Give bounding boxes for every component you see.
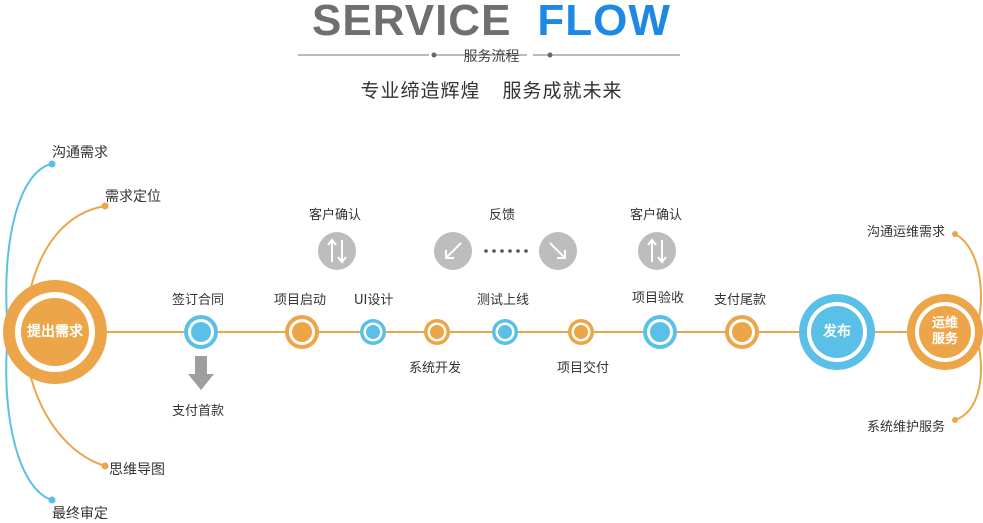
branch-dot-mindmap xyxy=(101,462,109,470)
slogan-right: 服务成就未来 xyxy=(502,80,623,102)
ops-circle-inner xyxy=(919,306,971,358)
branch-curve-mindmap xyxy=(27,365,106,467)
step-ui-label: UI设计 xyxy=(354,293,394,308)
ops-maint-label: 系统维护服务 xyxy=(867,420,946,435)
branch-dot-position xyxy=(101,202,109,210)
header-dot-left xyxy=(431,52,437,58)
feedback-confirm1-label: 客户确认 xyxy=(309,208,362,223)
branch-curve-position xyxy=(27,205,106,301)
down-arrow-icon xyxy=(188,356,214,390)
feedback-confirm2-label: 客户确认 xyxy=(630,208,683,223)
slogan-left: 专业缔造辉煌 xyxy=(360,80,481,102)
node-accept xyxy=(643,315,677,349)
step-kickoff-label: 项目启动 xyxy=(274,293,327,308)
branch-dot-ops-maint xyxy=(952,417,958,423)
node-kickoff xyxy=(285,315,319,349)
ops-need-label: 沟通运维需求 xyxy=(867,225,946,240)
node-sign xyxy=(184,315,218,349)
title-word-flow: FLOW xyxy=(537,0,671,45)
feedback-right-arrow-icon xyxy=(539,232,577,270)
subtitle: 服务流程 xyxy=(463,49,520,65)
header-dot-right xyxy=(547,52,553,58)
branch-communicate: 沟通需求 xyxy=(52,145,108,161)
branch-dot-communicate xyxy=(48,160,56,168)
start-circle-inner xyxy=(21,298,89,366)
step-accept-label: 项目验收 xyxy=(632,291,685,306)
publish-circle-inner xyxy=(811,306,863,358)
step-sign-label: 签订合同 xyxy=(172,293,225,308)
title-word-service: SERVICE xyxy=(312,0,512,45)
ops-service-label: 运维 服务 xyxy=(919,306,971,358)
page-title: SERVICE FLOW xyxy=(0,0,983,46)
step-test-label: 测试上线 xyxy=(477,293,530,308)
confirm-arrows-icon-2 xyxy=(638,232,676,270)
ops-service-line2: 服务 xyxy=(931,332,958,347)
node-test xyxy=(492,319,518,345)
branch-final: 最终审定 xyxy=(52,506,108,522)
feedback-dots xyxy=(484,249,528,253)
start-node-label: 提出需求 xyxy=(27,324,83,340)
publish-label: 发布 xyxy=(823,324,851,340)
slogan: 专业缔造辉煌服务成就未来 xyxy=(0,76,983,103)
ops-service-line1: 运维 xyxy=(931,316,958,331)
header-rule-gap-right xyxy=(527,52,533,58)
step-dev-label: 系统开发 xyxy=(409,361,462,376)
step-first-payment-label: 支付首款 xyxy=(172,404,225,419)
branch-curve-communicate xyxy=(5,163,53,333)
step-deliver-label: 项目交付 xyxy=(557,361,610,376)
node-dev xyxy=(424,319,450,345)
feedback-label: 反馈 xyxy=(489,208,516,223)
node-ui xyxy=(360,319,386,345)
feedback-left-arrow-icon xyxy=(434,232,472,270)
confirm-arrows-icon-1 xyxy=(318,232,356,270)
branch-mindmap: 思维导图 xyxy=(109,462,165,478)
branch-position: 需求定位 xyxy=(105,189,161,205)
step-final-payment-label: 支付尾款 xyxy=(714,293,767,308)
branch-curve-final xyxy=(5,331,53,501)
branch-dot-final xyxy=(48,496,56,504)
node-deliver xyxy=(568,319,594,345)
node-final-payment xyxy=(725,315,759,349)
branch-dot-ops-need xyxy=(952,231,958,237)
